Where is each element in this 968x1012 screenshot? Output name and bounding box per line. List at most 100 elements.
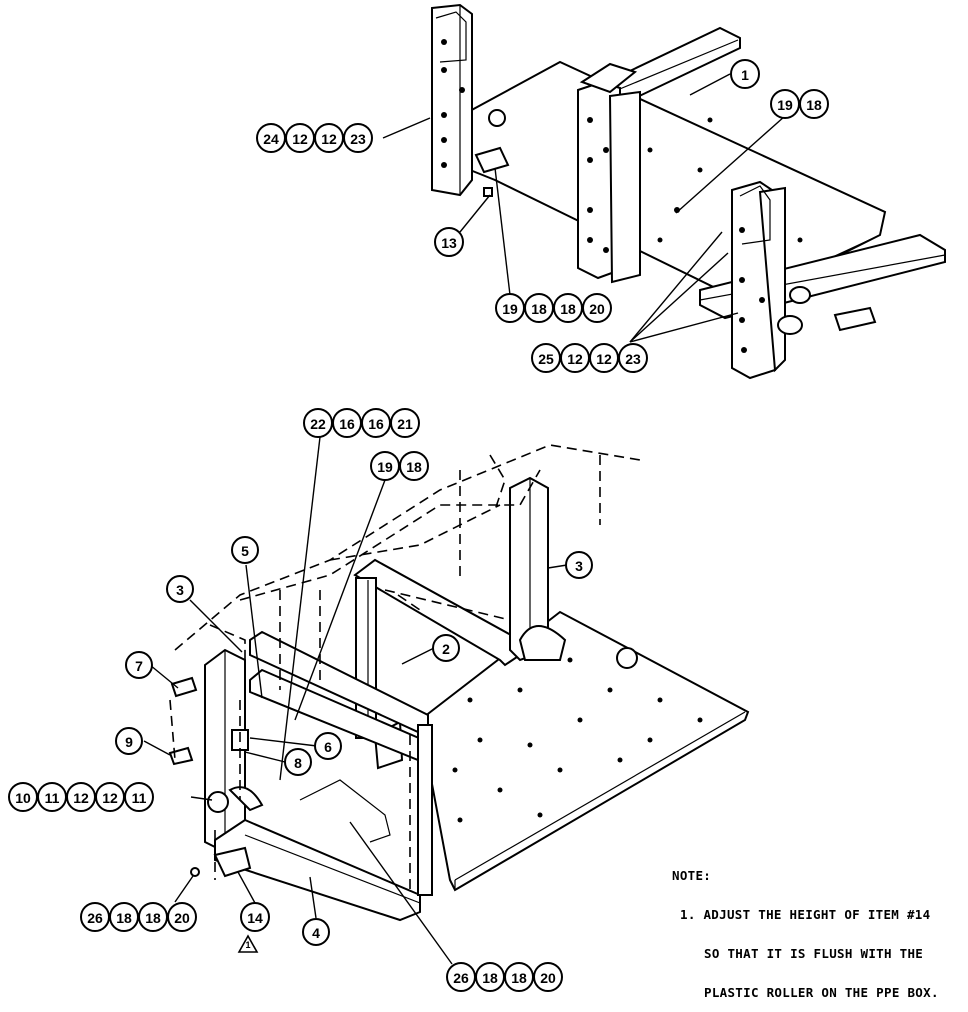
balloon-item-number: 18 [511,970,527,986]
balloon-item-number: 18 [406,459,422,475]
balloon-item-number: 10 [15,790,31,806]
drawing-note: NOTE: 1. ADJUST THE HEIGHT OF ITEM #14 S… [672,843,939,1012]
balloon-item-number: 12 [321,131,337,147]
balloon-bot-7: 7 [125,651,153,679]
balloon-top-13: 13 [434,227,464,257]
balloon-item-number: 18 [145,910,161,926]
balloon-item-number: 18 [806,97,822,113]
balloon-circle [582,293,612,323]
balloon-bot-22: 22 16 16 21 [303,408,420,438]
balloon-item-number: 16 [368,416,384,432]
balloon-item-number: 5 [241,543,249,559]
balloon-circle [166,575,194,603]
balloon-circle [302,918,330,946]
leader-lines [143,73,786,965]
balloon-item-number: 20 [540,970,556,986]
balloon-circle [533,962,563,992]
balloon-item-number: 24 [263,131,279,147]
balloon-bot-3-left: 3 [166,575,194,603]
balloon-item-number: 11 [45,790,60,806]
balloon-bot-10: 10 11 12 12 11 [8,782,154,812]
balloon-item-number: 14 [247,910,263,926]
balloon-item-number: 26 [453,970,469,986]
balloon-item-number: 21 [397,416,413,432]
balloon-bot-6: 6 [314,732,342,760]
balloon-item-number: 6 [324,739,332,755]
note-line-3: PLASTIC ROLLER ON THE PPE BOX. [704,985,939,1000]
item-14-plate [213,846,252,878]
balloon-item-number: 12 [567,351,583,367]
balloon-circle [124,782,154,812]
balloon-bot-9: 9 [115,727,143,755]
balloon-circle [432,634,460,662]
balloon-item-number: 11 [132,790,147,806]
note-heading: NOTE: [672,868,712,883]
balloon-item-number: 3 [575,558,583,574]
balloon-circle [125,651,153,679]
balloon-item-number: 19 [777,97,793,113]
balloon-circle [115,727,143,755]
balloon-item-number: 19 [377,459,393,475]
balloon-item-number: 12 [596,351,612,367]
balloon-bot-3-right: 3 [565,551,593,579]
balloon-bot-5: 5 [231,536,259,564]
balloon-bot-8: 8 [284,748,312,776]
balloon-circle [618,343,648,373]
balloon-item-number: 8 [294,755,302,771]
bottom-base-plate [418,610,750,892]
balloon-circle [231,536,259,564]
balloon-item-number: 23 [350,131,366,147]
balloon-bot-2: 2 [432,634,460,662]
balloon-circle [343,123,373,153]
balloon-circle [390,408,420,438]
balloon-item-number: 20 [589,301,605,317]
balloon-item-number: 19 [502,301,518,317]
balloon-item-number: 18 [531,301,547,317]
bottom-front-rail [214,818,421,922]
balloon-item-number: 13 [441,235,457,251]
note-line-2: SO THAT IT IS FLUSH WITH THE [704,946,924,961]
balloon-item-number: 12 [292,131,308,147]
balloon-item-number: 2 [442,641,450,657]
balloon-bot-14: 14 [240,902,270,932]
balloon-circle [799,89,829,119]
revision-number: 1 [245,940,250,950]
balloon-item-number: 12 [73,790,89,806]
balloon-item-number: 18 [560,301,576,317]
balloon-top-1: 1 [730,59,760,89]
bottom-assembly-view [168,444,750,922]
balloon-bot-26-bottom: 26 18 18 20 [446,962,563,992]
balloon-item-number: 16 [339,416,355,432]
balloon-item-number: 18 [482,970,498,986]
balloon-circle [730,59,760,89]
balloon-item-number: 4 [312,925,320,941]
top-assembly-view [431,3,946,380]
balloon-circle [434,227,464,257]
balloon-item-number: 1 [741,67,749,83]
balloon-item-number: 22 [310,416,326,432]
revision-triangle-icon: 1 [237,934,259,953]
balloon-circle [240,902,270,932]
note-line-1: 1. ADJUST THE HEIGHT OF ITEM #14 [680,907,931,922]
balloon-circle [167,902,197,932]
phantom-structure [169,444,641,890]
balloon-circle [565,551,593,579]
balloon-item-number: 9 [125,734,133,750]
balloon-item-number: 12 [102,790,118,806]
balloon-bot-4: 4 [302,918,330,946]
balloon-item-number: 23 [625,351,641,367]
balloon-item-number: 26 [87,910,103,926]
balloon-item-number: 7 [135,658,143,674]
balloon-circle [399,451,429,481]
balloon-item-number: 3 [176,582,184,598]
balloon-item-number: 20 [174,910,190,926]
balloon-circle [314,732,342,760]
balloon-circle [284,748,312,776]
balloon-item-number: 25 [538,351,554,367]
balloon-top-24: 24 12 12 23 [256,123,373,153]
